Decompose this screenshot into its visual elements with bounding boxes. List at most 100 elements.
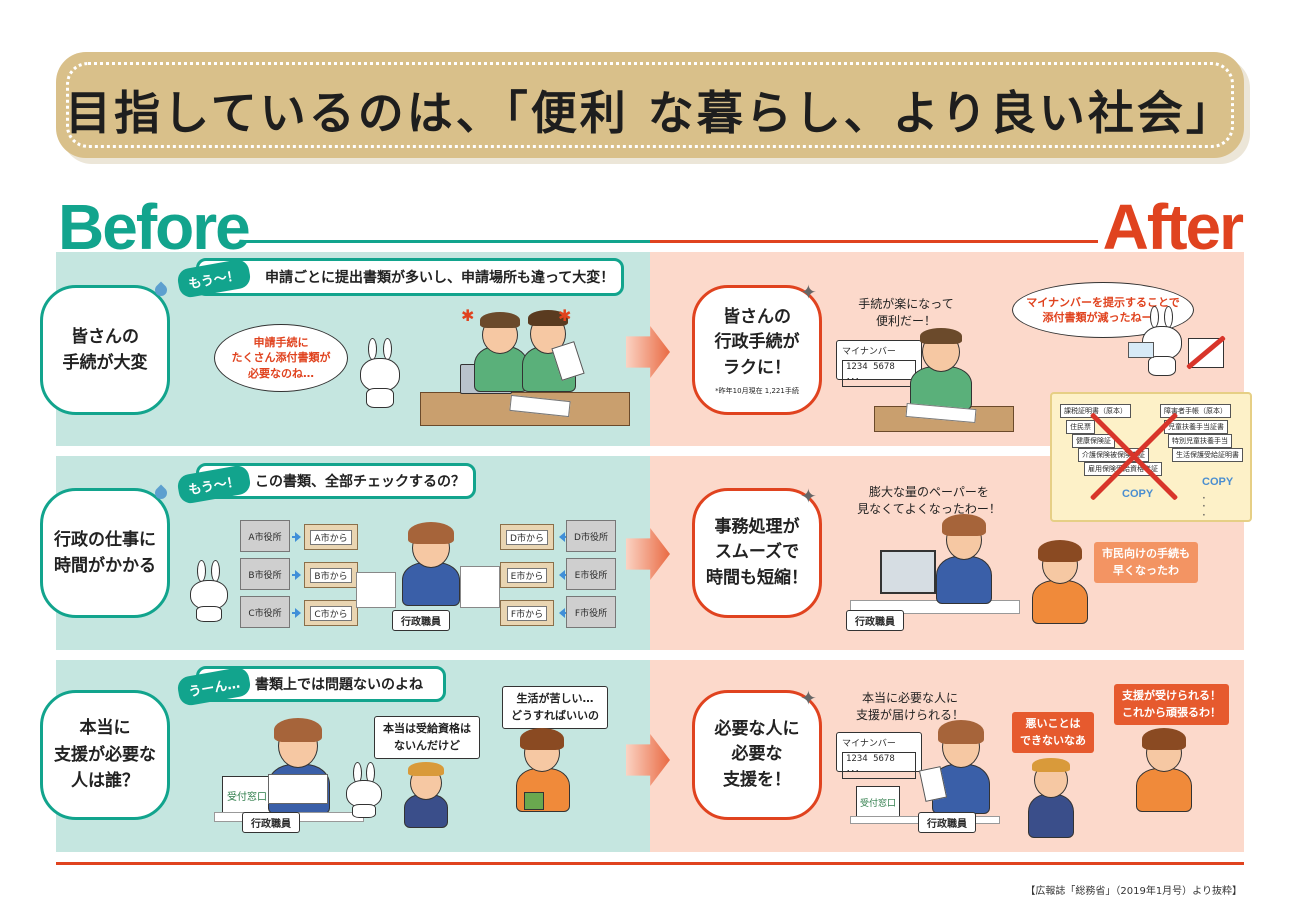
row1-category-text: 皆さんの 手続が大変	[62, 326, 148, 373]
shipping-box-icon: E市から	[500, 562, 554, 588]
row3-category: 本当に 支援が必要な 人は誰？	[40, 690, 170, 820]
page-title: 目指しているのは、「便利 な暮らし、より良い社会」	[65, 86, 1235, 140]
sparkle-icon: ✦	[800, 280, 817, 304]
mynumber-card: マイナンバー 1234 5678 ･･･	[836, 732, 922, 779]
after-heading: After	[1102, 191, 1244, 263]
row3-fraud-bubble: 本当は受給資格は ないんだけど	[374, 716, 480, 759]
mynumber-rabbit-icon	[344, 762, 384, 818]
box-label: B市から	[310, 567, 352, 583]
row3-fraud-note: 悪いことは できないなあ	[1012, 712, 1094, 753]
row2-result-text: 事務処理が スムーズで 時間も短縮！	[706, 516, 808, 588]
row2-result: 事務処理が スムーズで 時間も短縮！	[692, 488, 822, 618]
row3-staff-quote: 本当に必要な人に 支援が届けられる！	[855, 691, 964, 722]
fraudulent-man	[400, 762, 452, 828]
row2-category-text: 行政の仕事に 時間がかかる	[54, 529, 156, 576]
paper-stack-icon	[356, 572, 396, 608]
city-office-icon: C市役所	[240, 596, 290, 628]
wallet-icon	[524, 792, 544, 810]
fraudulent-man	[1024, 758, 1078, 838]
card-number: 1234 5678 ･･･	[842, 360, 916, 387]
row1-complaint-text: 申請ごとに提出書類が多いし、申請場所も違って大変！	[265, 270, 615, 286]
happy-woman	[1134, 728, 1194, 812]
arrow-right-icon	[292, 570, 301, 580]
arrow-right-icon	[292, 608, 301, 618]
box-label: A市から	[310, 529, 352, 545]
computer-monitor-icon	[880, 550, 936, 594]
mynumber-rabbit-icon	[358, 338, 404, 410]
card-held-icon	[1128, 342, 1154, 358]
staff-label: 行政職員	[846, 610, 904, 631]
row1-result: 皆さんの 行政手続が ラクに！ *昨年10月現在 1,221手続	[692, 285, 822, 415]
city-office-icon: A市役所	[240, 520, 290, 552]
city-office-icon: B市役所	[240, 558, 290, 590]
box-label: C市から	[310, 605, 352, 621]
document-item: 課税証明書（原本）	[1060, 404, 1131, 418]
sparkle-icon: ✦	[800, 686, 817, 710]
card-number: 1234 5678 ･･･	[842, 752, 916, 779]
staff-label: 行政職員	[918, 812, 976, 833]
row3-complaint-text: 書類上では問題ないのよね	[255, 677, 423, 693]
before-heading: Before	[58, 191, 251, 263]
paper-stack-icon	[460, 566, 500, 608]
document-item: 生活保護受給証明書	[1172, 448, 1243, 462]
copy-label: COPY	[1202, 476, 1234, 488]
document-item: 児童扶養手当証書	[1164, 420, 1228, 434]
after-rule	[650, 240, 1098, 243]
document-item: 住民票	[1066, 420, 1095, 434]
shipping-box-icon: C市から	[304, 600, 358, 626]
before-rule	[244, 240, 650, 243]
shipping-box-icon: A市から	[304, 524, 358, 550]
row3-needy-bubble: 生活が苦しい… どうすればいいの	[502, 686, 608, 729]
card-label: マイナンバー	[842, 739, 896, 749]
row3-result-text: 必要な人に 必要な 支援を！	[714, 718, 800, 790]
struggling-woman	[512, 728, 574, 812]
row2-complaint-text: この書類、全部チェックするの？	[255, 474, 465, 490]
document-item: 障害者手帳（原本）	[1160, 404, 1231, 418]
staff-label: 行政職員	[392, 610, 450, 631]
mynumber-rabbit-icon	[188, 560, 230, 622]
copy-label: COPY	[1122, 488, 1154, 500]
row1-result-text: 皆さんの 行政手続が ラクに！	[714, 306, 800, 378]
sparkle-icon: ✦	[800, 484, 817, 508]
documents-panel: 課税証明書（原本） 住民票 健康保険証 介護保険被保険者証 雇用保険受給資格者証…	[1050, 392, 1252, 522]
row2-staff-quote: 膨大な量のペーパーを 見なくてよくなったわー！	[857, 485, 1001, 516]
citizen-man	[906, 326, 976, 410]
city-office-icon: E市役所	[566, 558, 616, 590]
box-label: D市から	[506, 529, 548, 545]
box-label: F市から	[506, 605, 548, 621]
row1-rabbit-bubble: 申請手続に たくさん添付書類が 必要なのね…	[214, 324, 348, 392]
arrow-left-icon	[559, 532, 568, 542]
reception-sign: 受付窓口	[856, 786, 900, 818]
staff-label: 行政職員	[242, 812, 300, 833]
document-item: 健康保険証	[1072, 434, 1115, 448]
row1-citizen-quote: 手続が楽になって 便利だー！	[858, 297, 954, 328]
document-icon	[268, 774, 328, 804]
government-staff-woman	[932, 512, 996, 604]
city-office-icon: F市役所	[566, 596, 616, 628]
row1-result-note: *昨年10月現在 1,221手続	[715, 387, 799, 396]
arrow-left-icon	[559, 608, 568, 618]
row2-category: 行政の仕事に 時間がかかる	[40, 484, 170, 618]
worker-man-1	[470, 310, 530, 394]
shipping-box-icon: B市から	[304, 562, 358, 588]
source-note: 【広報誌「総務省」（2019年1月号）より抜粋】	[1025, 886, 1242, 897]
citizen-woman	[1030, 540, 1090, 624]
shipping-box-icon: D市から	[500, 524, 554, 550]
document-item: 特別児童扶養手当	[1168, 434, 1232, 448]
row1-complaint-box: 申請ごとに提出書類が多いし、申請場所も違って大変！	[196, 258, 624, 296]
ellipsis-icon: ···	[1202, 491, 1206, 522]
mynumber-card: マイナンバー 1234 5678 ･･･	[836, 340, 922, 387]
row3-needy-note: 支援が受けられる！ これから頑張るわ！	[1114, 684, 1229, 725]
row3-result: 必要な人に 必要な 支援を！	[692, 690, 822, 820]
row3-category-text: 本当に 支援が必要な 人は誰？	[54, 718, 156, 792]
shipping-box-icon: F市から	[500, 600, 554, 626]
title-banner: 目指しているのは、「便利 な暮らし、より良い社会」	[56, 52, 1244, 158]
card-label: マイナンバー	[842, 347, 896, 357]
bottom-rule	[56, 862, 1244, 865]
box-label: E市から	[506, 567, 548, 583]
row1-category: 皆さんの 手続が大変	[40, 281, 170, 415]
anger-icon: ✱	[461, 306, 475, 325]
government-staff-woman	[398, 520, 464, 606]
anger-icon: ✱	[558, 306, 572, 325]
arrow-left-icon	[559, 570, 568, 580]
